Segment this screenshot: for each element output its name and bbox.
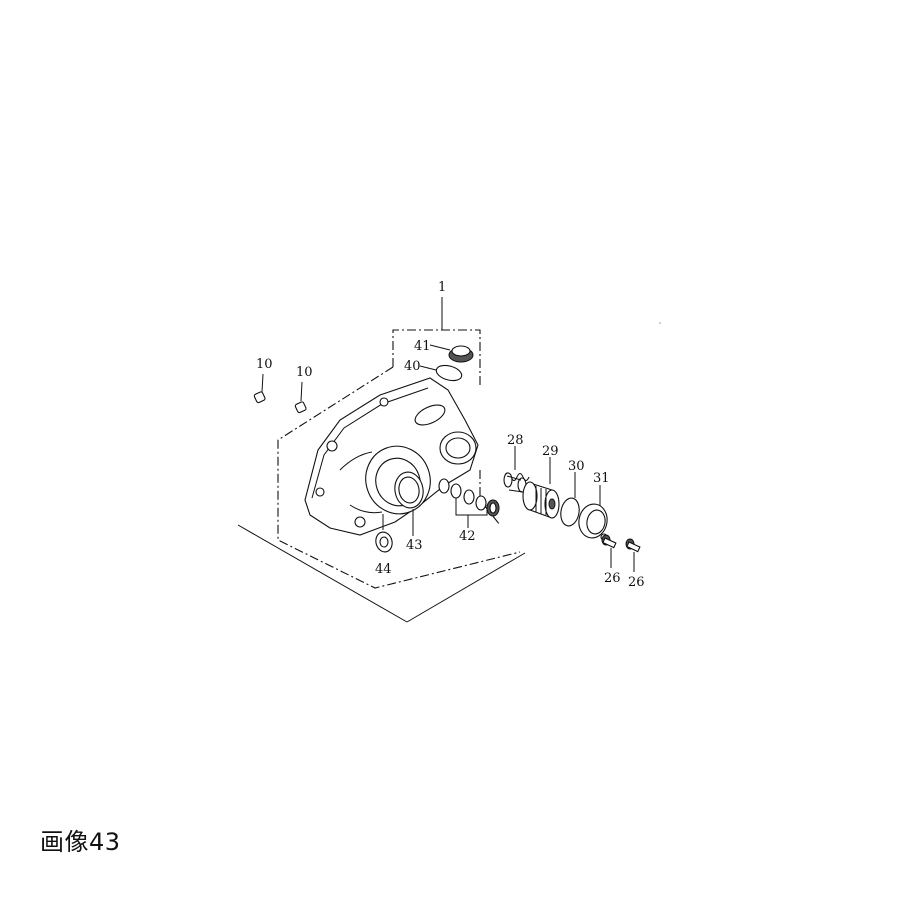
callout-10-left: 10 [256, 357, 273, 372]
callout-26-left: 26 [604, 571, 621, 586]
cover-housing [304, 377, 479, 536]
callout-10-right: 10 [296, 365, 313, 380]
bolt-26-right [625, 538, 641, 572]
washer-44 [375, 514, 393, 553]
callout-29: 29 [542, 444, 559, 459]
callout-31: 31 [593, 471, 610, 486]
oil-filter-29 [522, 457, 560, 519]
filler-cap-41 [429, 344, 474, 363]
base-plane-lines [237, 524, 526, 623]
seal-43 [394, 471, 424, 536]
callout-40: 40 [404, 359, 421, 374]
callout-43: 43 [406, 538, 423, 553]
dowel-pin-10-right [294, 381, 307, 414]
o-ring-30 [560, 472, 580, 527]
bolt-26-left [601, 534, 617, 568]
callout-28: 28 [507, 433, 524, 448]
callout-42: 42 [459, 529, 476, 544]
image-caption: 画像43 [40, 828, 121, 856]
callout-44: 44 [375, 562, 392, 577]
callout-26-right: 26 [628, 575, 645, 590]
seals-42 [438, 478, 500, 528]
filter-cover-31 [578, 485, 608, 541]
stray-dot [659, 322, 661, 324]
callout-30: 30 [568, 459, 585, 474]
callout-labels: 1 10 10 41 40 28 29 30 31 42 43 44 26 26 [256, 280, 645, 590]
dowel-pin-10-left [253, 373, 266, 404]
callout-1: 1 [438, 280, 446, 295]
o-ring-40 [419, 364, 463, 382]
callout-41: 41 [414, 339, 431, 354]
